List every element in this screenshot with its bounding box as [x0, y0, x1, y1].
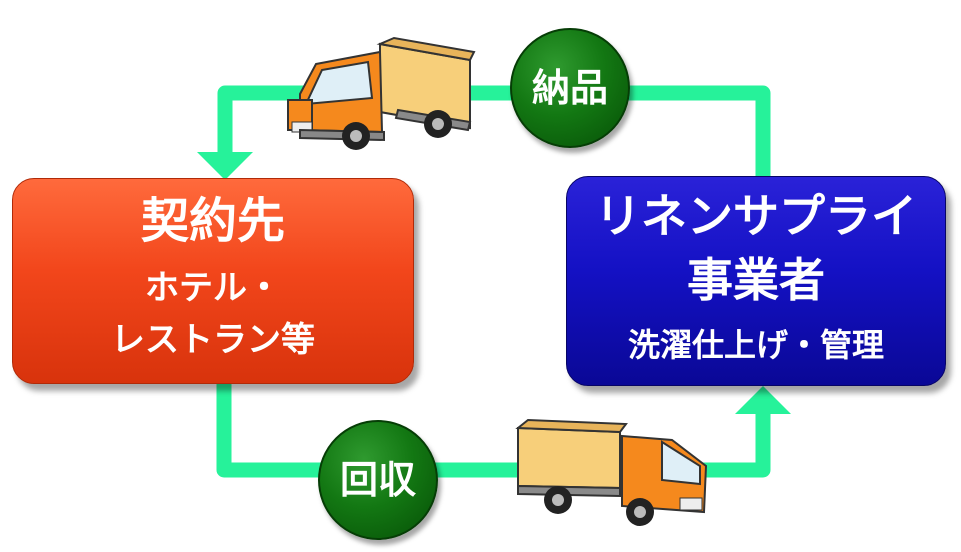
collection-badge: 回収: [318, 420, 438, 540]
client-box: 契約先 ホテル・ レストラン等: [12, 178, 414, 384]
client-subtitle-line2: レストラン等: [111, 320, 315, 360]
client-title: 契約先: [140, 193, 285, 249]
collection-truck: [515, 418, 708, 526]
supplier-subtitle: 洗濯仕上げ・管理: [627, 326, 884, 364]
supplier-box: リネンサプライ 事業者 洗濯仕上げ・管理: [566, 176, 946, 386]
supplier-title-line1: リネンサプライ: [595, 189, 917, 243]
supplier-title-line2: 事業者: [687, 253, 825, 307]
delivery-arrow: [197, 85, 771, 180]
delivery-truck: [287, 36, 476, 150]
collection-arrow: [216, 384, 791, 478]
client-subtitle-line1: ホテル・: [145, 268, 281, 308]
delivery-badge: 納品: [510, 28, 630, 148]
